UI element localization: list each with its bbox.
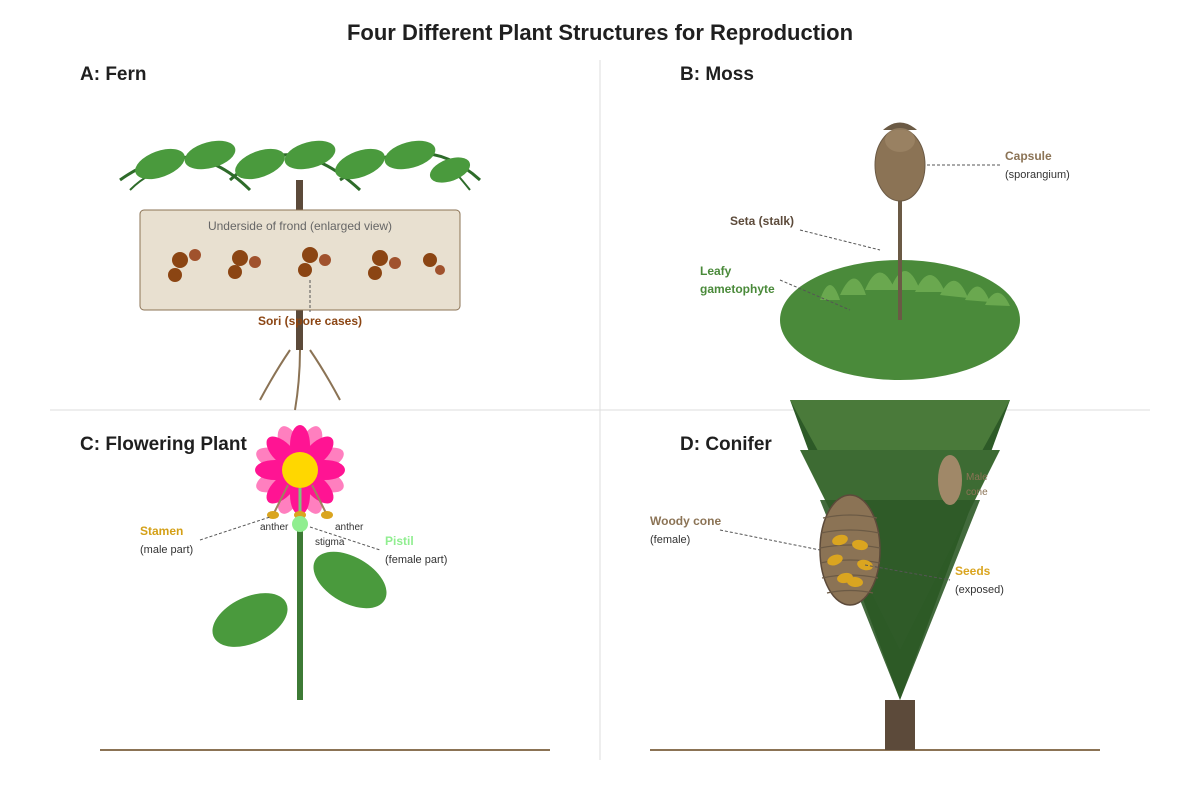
anther-left [267, 511, 279, 519]
anther-left-label: anther [260, 522, 289, 533]
pistil-stigma [292, 516, 308, 532]
anther-right [321, 511, 333, 519]
fern-leaflets [135, 140, 471, 183]
capsule-label: Capsule [1005, 149, 1052, 163]
moss-capsule-cap [883, 122, 917, 130]
woody-cone-leader [719, 529, 821, 551]
moss-panel: B: Moss Capsule (sporangium) Seta (stalk… [680, 64, 1070, 380]
flower-center [282, 452, 318, 488]
anther-right-label: anther [335, 522, 364, 533]
pistil-leader [309, 526, 381, 551]
woody-cone-sub-label: (female) [650, 534, 690, 546]
stigma-label: stigma [315, 537, 345, 548]
woody-cone-scales [819, 514, 881, 594]
seeds-label: Seeds [955, 564, 991, 578]
moss-title: B: Moss [680, 64, 754, 85]
gametophyte-leader [779, 279, 851, 311]
flower-stem [297, 520, 303, 700]
fern-panel: A: Fern Underside of [80, 64, 482, 411]
capsule-sub-label: (sporangium) [1005, 169, 1070, 181]
frond-underside-label: Underside of frond (enlarged view) [208, 219, 392, 233]
fern-title: A: Fern [80, 64, 147, 85]
conifer-trunk [885, 700, 915, 750]
gametophyte-label-2: gametophyte [700, 282, 775, 296]
woody-cone [819, 494, 881, 606]
conifer-title: D: Conifer [680, 434, 772, 455]
woody-cone-label: Woody cone [650, 514, 721, 528]
male-cone [938, 455, 962, 505]
fern-roots [259, 349, 341, 411]
moss-capsule-highlight [885, 128, 915, 152]
stamen-filaments [272, 484, 328, 516]
gametophyte-label-1: Leafy [700, 264, 732, 278]
frond-underside-box [139, 209, 461, 311]
seta-leader [799, 229, 881, 251]
pistil-sub-label: (female part) [385, 554, 447, 566]
sori-label: Sori (spore cases) [258, 314, 362, 328]
male-cone-label-1: Male [966, 472, 988, 483]
moss-leaves [820, 271, 1010, 306]
seta-label: Seta (stalk) [730, 214, 794, 228]
flower-panel: C: Flowering Plant anther anther stigma [80, 425, 550, 751]
flower-leaf-right [313, 551, 387, 609]
moss-seta [898, 195, 902, 320]
diagram-title: Four Different Plant Structures for Repr… [347, 20, 853, 45]
seeds-leader [864, 564, 951, 581]
sori-dots [168, 247, 445, 282]
flower-leaf-left [212, 593, 288, 647]
flower-title: C: Flowering Plant [80, 434, 247, 455]
conifer-seeds [827, 534, 873, 588]
stamen-sub-label: (male part) [140, 544, 193, 556]
male-cone-label-2: cone [966, 487, 988, 498]
seeds-sub-label: (exposed) [955, 584, 1004, 596]
stamen-leader [199, 516, 271, 541]
stamen-label: Stamen [140, 524, 183, 538]
conifer-panel: D: Conifer Male cone Woody cone [650, 400, 1100, 751]
pistil-label: Pistil [385, 534, 414, 548]
